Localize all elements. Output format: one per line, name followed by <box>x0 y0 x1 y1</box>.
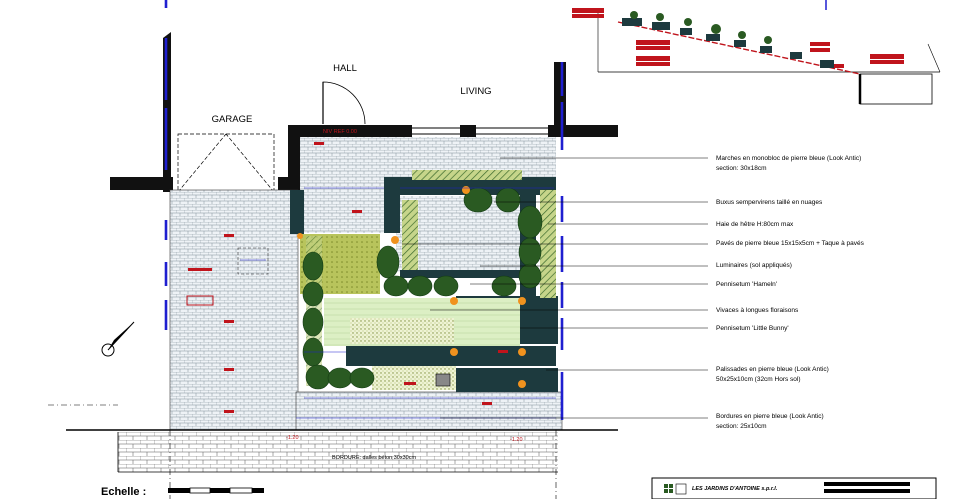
legend-item-8: Pennisetum 'Little Bunny' <box>716 325 789 332</box>
legend-item-1: Marches en monobloc de pierre bleue (Loo… <box>716 155 861 162</box>
room-label-hall: HALL <box>333 63 357 74</box>
legend-item-5: Luminaires (sol appliqués) <box>716 262 792 269</box>
legend-leaders <box>402 157 708 419</box>
legend-item-9-detail: 50x25x10cm (32cm Hors sol) <box>716 376 801 383</box>
north-arrow-icon <box>101 321 135 357</box>
scale-bar <box>168 487 264 494</box>
legend-item-6: Pennisetum 'Hameln' <box>716 281 777 288</box>
level-reference: NIV REF 0.00 <box>323 129 357 135</box>
legend-item-7: Vivaces à longues floraisons <box>716 307 799 314</box>
room-label-garage: GARAGE <box>212 114 253 125</box>
boundary <box>48 404 618 499</box>
boundary-note: BORDURE: dalles béton 30x30cm <box>332 455 416 461</box>
scale-label: Echelle : <box>101 486 146 498</box>
legend-item-1-detail: section: 30x18cm <box>716 165 767 172</box>
legend-item-10: Bordures en pierre bleue (Look Antic) <box>716 413 824 420</box>
dimension-lines <box>164 0 564 420</box>
title-block <box>651 477 937 499</box>
red-level-marks <box>186 142 508 413</box>
level-bottom-right: -1.20 <box>510 437 523 443</box>
section-elevation <box>572 0 941 105</box>
light-fixtures <box>297 186 526 388</box>
legend-item-3: Haie de hêtre H:80cm max <box>716 221 794 228</box>
legend-item-9: Palissades en pierre bleue (Look Antic) <box>716 366 829 373</box>
room-label-living: LIVING <box>460 86 491 97</box>
legend-item-2: Buxus sempervirens taillé en nuages <box>716 199 823 206</box>
level-bottom-left: -1.20 <box>286 435 299 441</box>
legend-item-4: Pavés de pierre bleue 15x15x5cm + Taque … <box>716 240 865 247</box>
plantings <box>300 170 556 390</box>
legend-item-10-detail: section: 25x10cm <box>716 423 767 430</box>
company-name: LES JARDINS D'ANTOINE s.p.r.l. <box>692 486 778 492</box>
